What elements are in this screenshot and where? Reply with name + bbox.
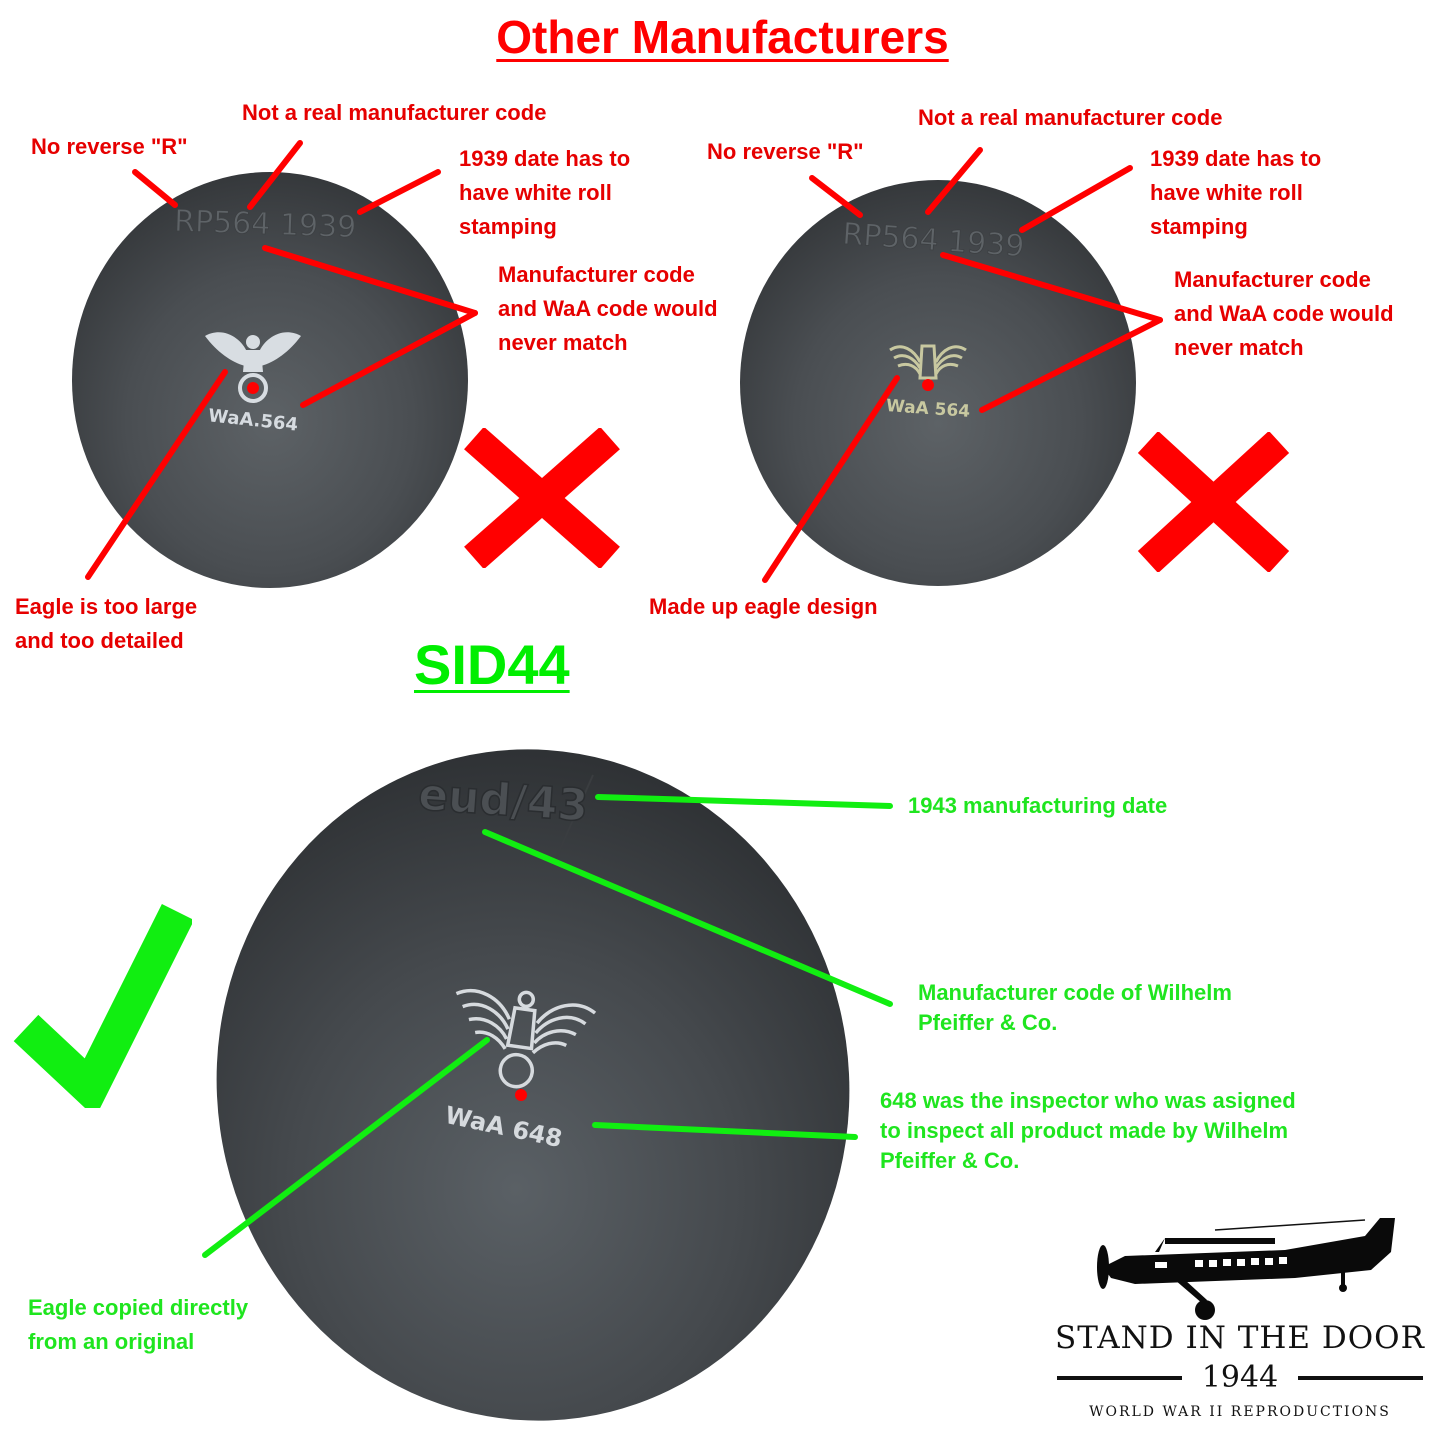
logo-title: STAND IN THE DOOR bbox=[1055, 1320, 1425, 1356]
logo-year: 1944 bbox=[1201, 1360, 1279, 1395]
heading-other-manufacturers: Other Manufacturers bbox=[496, 11, 949, 63]
right-label-not-real-code: Not a real manufacturer code bbox=[918, 105, 1223, 130]
right-eagle-icon bbox=[889, 344, 967, 380]
right-label-reverse-r: No reverse "R" bbox=[707, 139, 864, 164]
left-label-not-real-code: Not a real manufacturer code bbox=[242, 100, 547, 125]
right-label-eagle: Made up eagle design bbox=[649, 594, 878, 619]
check-mark-icon bbox=[13, 903, 192, 1108]
left-label-code-mismatch: Manufacturer code and WaA code would nev… bbox=[498, 262, 718, 355]
heading-sid44: SID44 bbox=[414, 633, 570, 696]
left-label-date-roll: 1939 date has to have white roll stampin… bbox=[459, 146, 631, 239]
logo: STAND IN THE DOOR 1944 WORLD WAR II REPR… bbox=[1055, 1212, 1425, 1432]
bottom-label-maker: Manufacturer code of Wilhelm Pfeiffer & … bbox=[918, 980, 1232, 1035]
cross-mark-icon bbox=[464, 428, 620, 568]
logo-rule-left bbox=[1057, 1376, 1182, 1380]
right-label-date-roll: 1939 date has to have white roll stampin… bbox=[1150, 146, 1322, 239]
logo-subtitle: WORLD WAR II REPRODUCTIONS bbox=[1089, 1404, 1391, 1420]
left-label-reverse-r: No reverse "R" bbox=[31, 134, 188, 159]
left-disc: RP564 1939 WaA.564 bbox=[72, 172, 468, 588]
left-label-eagle: Eagle is too large and too detailed bbox=[15, 594, 198, 653]
left-eagle-icon bbox=[205, 332, 301, 403]
bottom-label-inspector: 648 was the inspector who was asigned to… bbox=[880, 1088, 1296, 1173]
bottom-label-eagle: Eagle copied directly from an original bbox=[28, 1295, 249, 1354]
airplane-icon bbox=[1097, 1218, 1395, 1320]
bottom-disc-stamp: eud/43 bbox=[417, 769, 590, 832]
bottom-label-date: 1943 manufacturing date bbox=[908, 793, 1168, 818]
right-label-code-mismatch: Manufacturer code and WaA code would nev… bbox=[1174, 267, 1394, 360]
cross-mark-icon bbox=[1137, 432, 1290, 572]
bottom-eagle-icon bbox=[455, 988, 597, 1089]
left-disc-stamp: RP564 1939 bbox=[174, 204, 357, 245]
logo-rule-right bbox=[1298, 1376, 1423, 1380]
